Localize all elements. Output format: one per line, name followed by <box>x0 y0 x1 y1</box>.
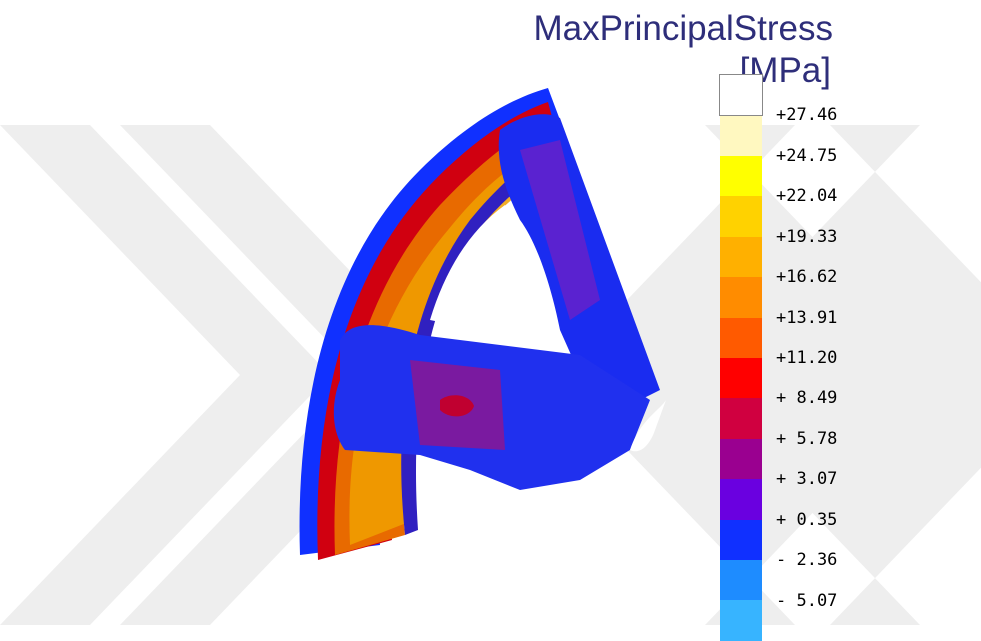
upper-spoke-purple <box>520 140 600 320</box>
legend-tick-label: - 2.36 <box>776 550 838 571</box>
legend-tick-label: + 0.35 <box>776 509 838 530</box>
legend-swatch <box>720 398 762 439</box>
legend-swatch <box>720 560 762 601</box>
legend-title-block: MaxPrincipalStress [MPa] <box>533 8 833 92</box>
legend-tick-label: +22.04 <box>776 186 838 207</box>
rim-inner-blue-edge <box>401 148 560 535</box>
legend-tick-label: - 5.07 <box>776 590 838 611</box>
legend-tick-label: +19.33 <box>776 226 838 247</box>
legend-swatch <box>720 317 762 358</box>
hub-notch <box>630 400 666 452</box>
watermark-chevron-far-right <box>680 125 981 625</box>
legend-tick-label: + 5.78 <box>776 428 838 449</box>
legend-tick-label: +11.20 <box>776 348 838 368</box>
color-legend-bar <box>719 73 763 641</box>
watermark-chevron-left <box>0 125 330 625</box>
legend-swatch <box>720 236 762 278</box>
legend-swatch <box>720 600 762 641</box>
legend-tick-label: + 8.49 <box>776 388 838 409</box>
cross-spoke-red-spot <box>440 395 474 417</box>
legend-tick-label: +27.46 <box>776 105 838 126</box>
legend-swatch <box>720 438 762 480</box>
legend-tick-label: +13.91 <box>776 307 838 328</box>
inner-opening <box>430 205 555 345</box>
legend-swatch <box>719 73 763 117</box>
legend-swatch <box>720 155 762 197</box>
legend-tick-labels: +27.46 +24.75 +22.04 +19.33 +16.62 +13.91 +11.… <box>776 75 896 641</box>
legend-tick-label: +16.62 <box>776 267 838 288</box>
legend-tick-label: + 3.07 <box>776 469 838 490</box>
legend-swatch <box>720 115 762 156</box>
legend-swatch <box>720 277 762 318</box>
legend-title: MaxPrincipalStress <box>533 9 833 48</box>
legend-tick-label: +24.75 <box>776 145 838 166</box>
legend-swatch <box>720 357 762 399</box>
legend-swatch <box>720 196 762 237</box>
legend-swatch <box>720 479 762 520</box>
legend-swatch <box>720 519 762 561</box>
